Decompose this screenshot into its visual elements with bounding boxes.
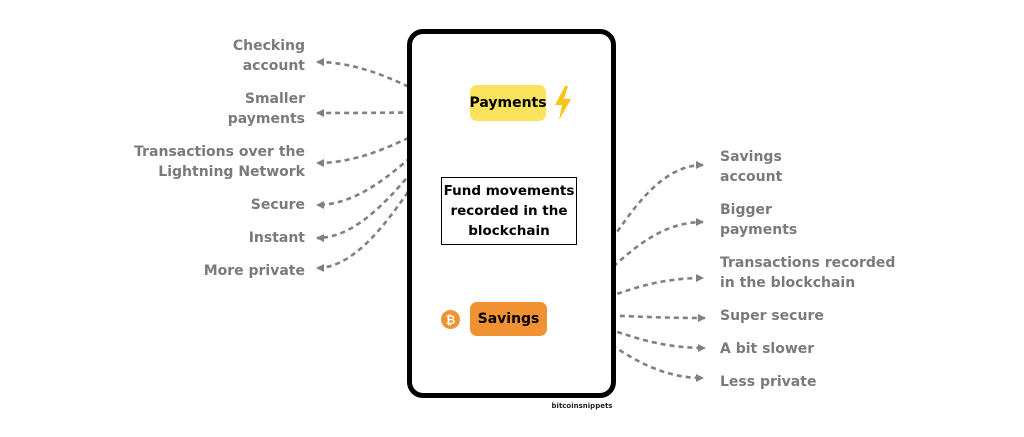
left-label-lightning-transactions: Transactions over the Lightning Network [134,144,305,180]
savings-box: Savings [470,302,547,336]
payments-box: Payments [469,85,547,121]
arrow-to-smaller-payments [316,108,467,117]
left-label-instant: Instant [248,230,305,246]
arrow-to-bit-slower [547,311,706,352]
right-label-super-secure: Super secure [720,308,824,324]
credit-text: bitcoinsnippets [551,402,613,410]
fund-movements-box: Fund movements recorded in the blockchai… [441,177,577,245]
arrow-to-lightning-transactions [316,110,467,167]
left-label-checking-account: Checking account [232,38,305,74]
left-label-smaller-payments: Smaller payments [227,91,305,127]
left-label-more-private: More private [203,263,305,279]
right-label-less-private: Less private [720,374,817,390]
payments-label: Payments [469,95,547,111]
right-label-bigger-payments: Bigger payments [720,202,798,238]
lightning-bolt-icon [555,86,571,120]
arrow-to-blockchain-transactions [547,274,704,315]
arrow-to-secure [316,110,467,209]
left-label-secure: Secure [250,197,305,213]
arrow-to-checking-account [316,58,467,114]
bitcoin-icon: ₿ [441,310,460,329]
right-label-savings-account: Savings account [720,149,783,185]
right-label-blockchain-transactions: Transactions recorded in the blockchain [720,255,896,291]
savings-label: Savings [477,311,540,327]
arrow-to-more-private [316,111,467,272]
right-label-bit-slower: A bit slower [720,341,815,357]
